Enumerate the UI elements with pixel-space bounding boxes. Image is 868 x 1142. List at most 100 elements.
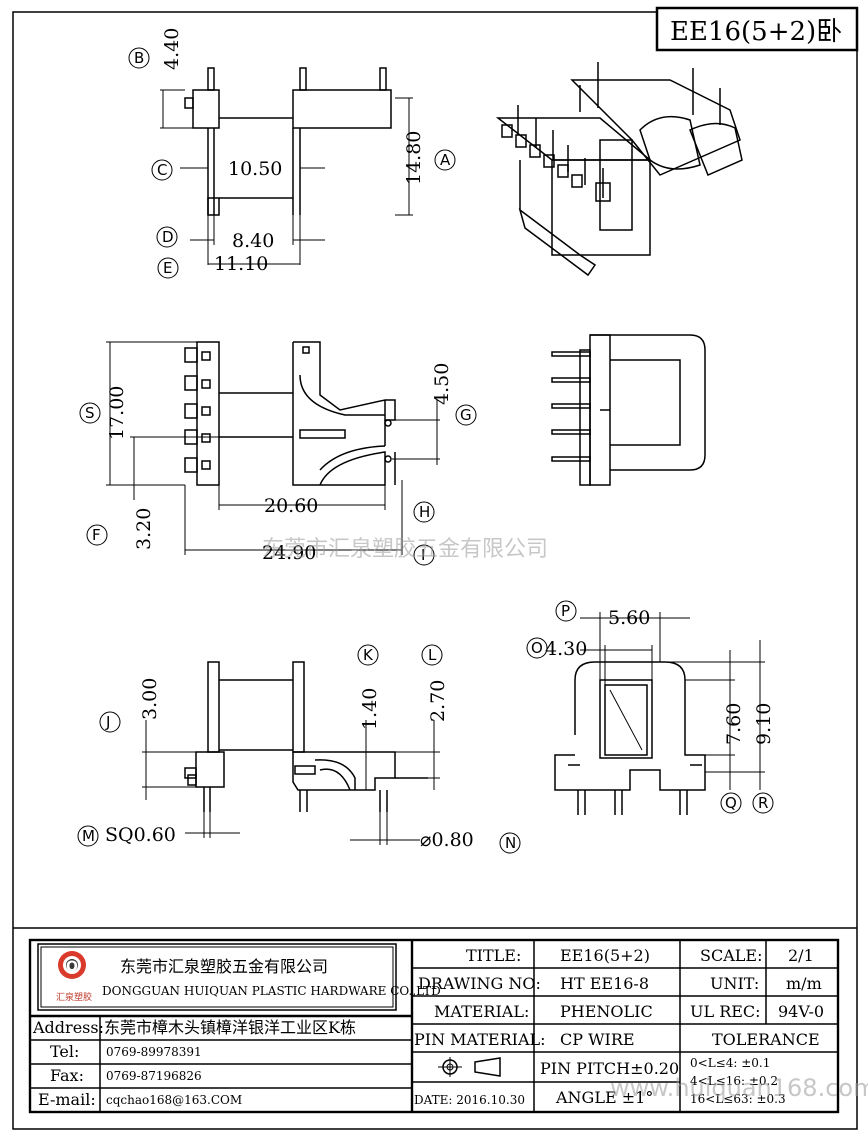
svg-text:A: A xyxy=(440,151,451,169)
bottom-view xyxy=(142,661,440,845)
pin-material-label: PIN MATERIAL: xyxy=(414,1030,546,1049)
callout-r: R xyxy=(752,792,774,814)
pin-material-value: CP WIRE xyxy=(560,1030,635,1049)
svg-text:E: E xyxy=(163,259,172,277)
material-value: PHENOLIC xyxy=(560,1002,653,1021)
drawing-no-value: HT EE16-8 xyxy=(560,974,649,993)
svg-text:K: K xyxy=(363,646,374,664)
svg-text:S: S xyxy=(85,404,95,422)
ul-label: UL REC: xyxy=(690,1002,761,1021)
dim-e: 11.10 xyxy=(214,253,268,275)
callout-a: A xyxy=(434,149,456,171)
email-label: E-mail: xyxy=(38,1090,96,1109)
callout-h: H xyxy=(413,501,435,523)
svg-text:R: R xyxy=(758,794,768,812)
callout-f: F xyxy=(86,524,108,546)
callout-e: E xyxy=(157,257,179,279)
svg-text:P: P xyxy=(561,602,570,620)
tolerance-2: 4<L≤16: ±0.2 xyxy=(690,1074,778,1088)
callout-g: G xyxy=(455,404,477,426)
svg-text:H: H xyxy=(419,503,430,521)
dim-i: 24.90 xyxy=(262,542,316,564)
drawing-no-label: DRAWING NO: xyxy=(418,974,541,993)
tel-value: 0769-89978391 xyxy=(106,1045,202,1059)
dim-a: 14.80 xyxy=(403,131,425,185)
sheet-border xyxy=(12,11,858,1130)
pin-pitch: PIN PITCH±0.20 xyxy=(540,1059,679,1078)
callout-s: S xyxy=(79,402,101,424)
dim-l: 2.70 xyxy=(427,680,449,722)
email-value: cqchao168@163.COM xyxy=(106,1093,242,1107)
callout-q: Q xyxy=(720,792,742,814)
dim-o: 4.30 xyxy=(545,638,587,660)
dim-f: 3.20 xyxy=(133,508,155,550)
dim-r: 9.10 xyxy=(753,703,775,745)
callout-i: I xyxy=(413,544,435,566)
tolerance-1: 0<L≤4: ±0.1 xyxy=(690,1056,770,1070)
tolerance-3: 16<L≤63: ±0.3 xyxy=(690,1092,786,1106)
fax-value: 0769-87196826 xyxy=(106,1069,202,1083)
svg-text:L: L xyxy=(428,646,437,664)
top-view xyxy=(160,67,413,265)
svg-text:I: I xyxy=(421,546,425,564)
svg-text:G: G xyxy=(460,406,472,424)
title-box xyxy=(655,6,859,52)
callout-j: J xyxy=(99,711,121,733)
dim-n: ⌀0.80 xyxy=(420,829,474,851)
address-label: Address: xyxy=(32,1018,104,1037)
dim-q: 7.60 xyxy=(723,703,745,745)
svg-text:F: F xyxy=(92,526,101,544)
logo-letter: Q xyxy=(66,959,78,975)
dim-g: 4.50 xyxy=(431,363,453,405)
callout-b: B xyxy=(128,47,150,69)
isometric-view xyxy=(495,62,743,277)
logo-text: 汇泉塑胶 xyxy=(56,991,92,1003)
scale-label: SCALE: xyxy=(700,946,762,965)
ul-value: 94V-0 xyxy=(778,1002,824,1021)
title-box-text: EE16(5+2)卧 xyxy=(670,17,842,47)
dim-j: 3.00 xyxy=(139,678,161,720)
callout-c: C xyxy=(151,159,173,181)
dim-h: 20.60 xyxy=(264,495,318,517)
svg-text:M: M xyxy=(82,827,95,845)
watermark-company: 东莞市汇泉塑胶五金有限公司 xyxy=(262,537,548,562)
callout-l: L xyxy=(421,644,443,666)
svg-text:N: N xyxy=(505,834,516,852)
dim-s: 17.00 xyxy=(106,386,128,440)
callout-o: O xyxy=(526,637,548,659)
title-block: Q 汇泉塑胶 xyxy=(13,927,857,1114)
unit-value: m/m xyxy=(786,974,822,993)
fax-label: Fax: xyxy=(50,1066,84,1085)
end-view xyxy=(554,612,765,815)
material-label: MATERIAL: xyxy=(434,1002,529,1021)
svg-text:D: D xyxy=(162,228,174,246)
title-label: TITLE: xyxy=(466,946,521,965)
company-name-cn: 东莞市汇泉塑胶五金有限公司 xyxy=(120,957,328,976)
callout-d: D xyxy=(156,226,178,248)
callout-k: K xyxy=(357,644,379,666)
dim-c: 10.50 xyxy=(228,158,282,180)
watermark-url: www.huiquan168.com xyxy=(610,1074,868,1102)
company-name-en: DONGGUAN HUIQUAN PLASTIC HARDWARE CO.,LT… xyxy=(102,984,441,998)
side-view xyxy=(551,334,706,486)
callout-n: N xyxy=(499,832,521,854)
address-value: 东莞市樟木头镇樟洋银洋工业区K栋 xyxy=(104,1018,356,1037)
svg-text:J: J xyxy=(105,713,110,731)
tolerance-heading: TOLERANCE xyxy=(712,1030,820,1049)
svg-text:O: O xyxy=(531,639,543,657)
front-view xyxy=(106,341,440,555)
callout-m: M xyxy=(77,825,99,847)
dim-b: 4.40 xyxy=(161,28,183,70)
dim-p: 5.60 xyxy=(608,607,650,629)
scale-value: 2/1 xyxy=(788,946,814,965)
dim-m: SQ0.60 xyxy=(105,824,176,846)
svg-text:B: B xyxy=(134,49,144,67)
tel-label: Tel: xyxy=(50,1042,79,1061)
svg-text:C: C xyxy=(157,161,167,179)
svg-text:Q: Q xyxy=(725,794,737,812)
title-value: EE16(5+2) xyxy=(560,946,650,965)
date: DATE: 2016.10.30 xyxy=(414,1093,525,1107)
callout-p: P xyxy=(555,600,577,622)
dim-d: 8.40 xyxy=(232,230,274,252)
